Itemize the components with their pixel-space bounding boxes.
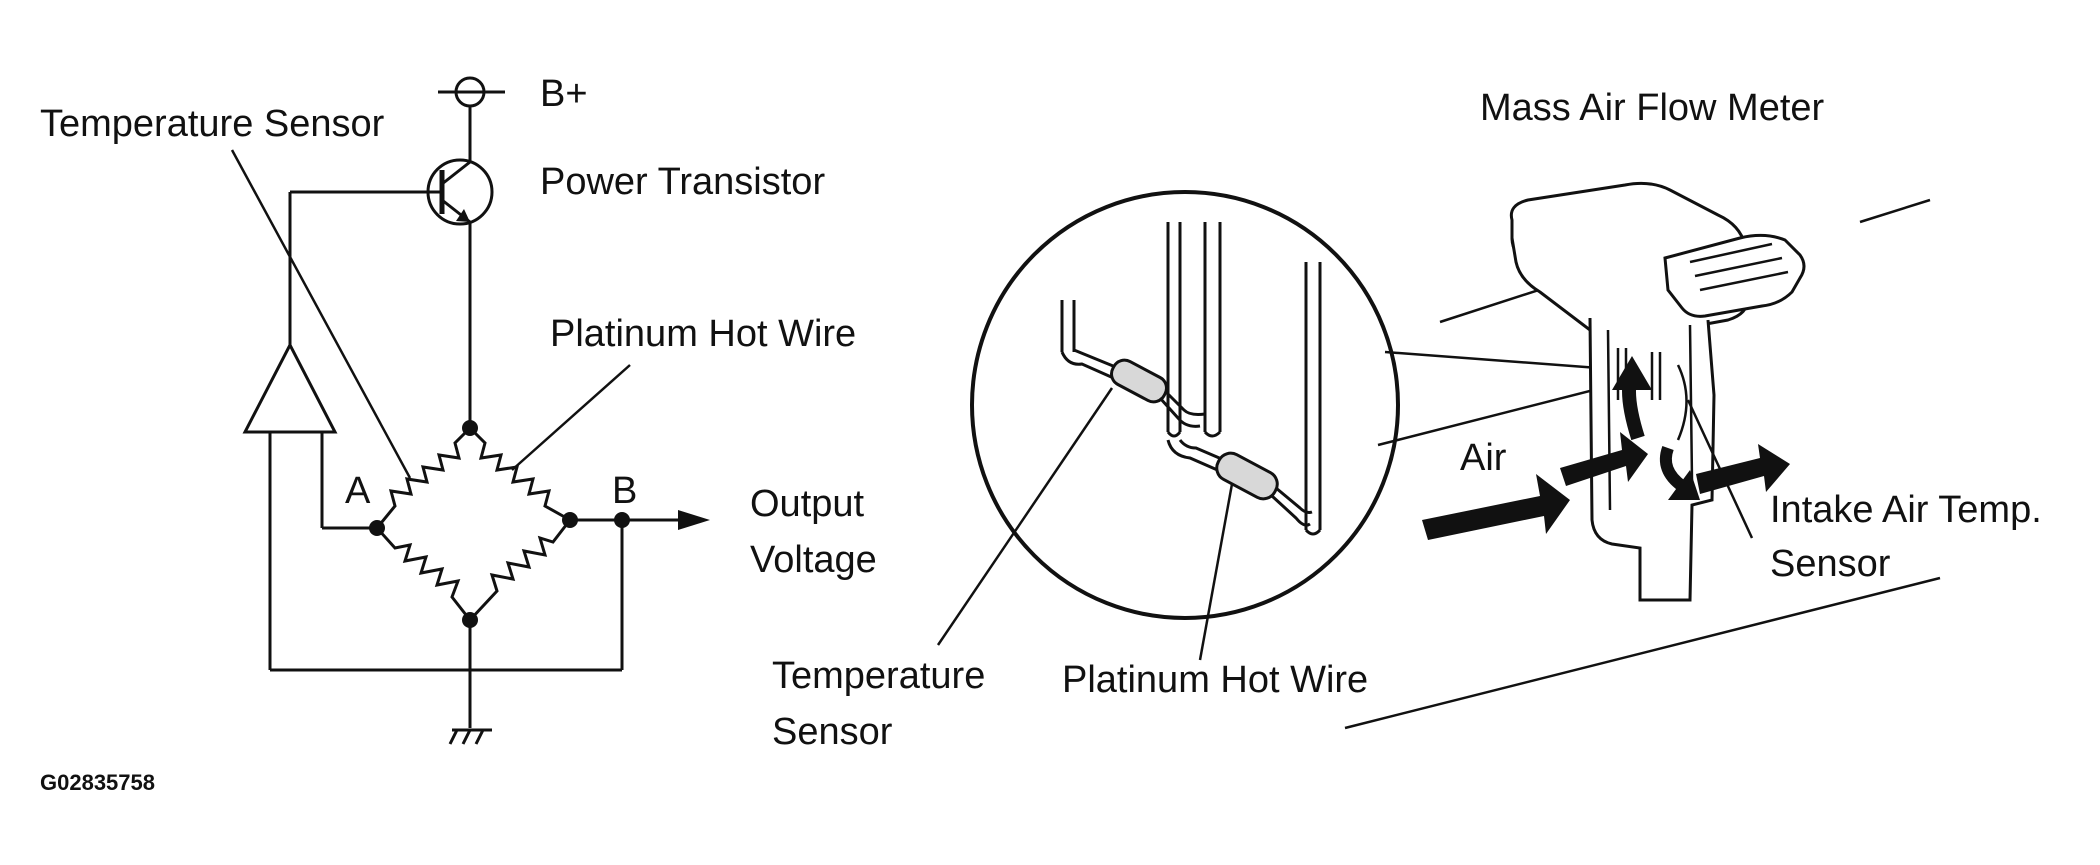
- temp-sensor-label: Temperature Sensor: [40, 103, 385, 145]
- detail-temp-sensor-label-line2: Sensor: [772, 711, 893, 753]
- node-a: [369, 520, 385, 536]
- magnifier-circle: [970, 190, 1400, 620]
- detail-hot-wire-label: Platinum Hot Wire: [1062, 659, 1368, 701]
- magnified-detail: Temperature Sensor Platinum Hot Wire: [772, 190, 1626, 753]
- zoom-guide-upper: [1384, 350, 1626, 372]
- bridge-top-node: [462, 420, 478, 436]
- power-transistor-symbol: [290, 158, 494, 226]
- duct-top-right: [1859, 198, 1931, 224]
- output-label-line1: Output: [750, 483, 865, 525]
- air-arrow-outgoing: [1696, 444, 1790, 494]
- supply-terminal: [438, 76, 505, 162]
- hot-wire-label: Platinum Hot Wire: [550, 313, 856, 355]
- zoom-guide-lower: [1377, 380, 1626, 447]
- intake-sensor-label-line1: Intake Air Temp.: [1770, 489, 2042, 531]
- air-label: Air: [1460, 437, 1507, 479]
- detail-temp-sensor-leader: [936, 387, 1114, 646]
- figure-code: G02835758: [40, 770, 155, 795]
- duct-bottom: [1344, 576, 1941, 730]
- air-arrow-incoming: [1422, 474, 1570, 540]
- bridge-resistors: [375, 426, 572, 622]
- detail-temp-sensor-element: [1060, 348, 1206, 428]
- amplifier-symbol: [242, 192, 377, 670]
- transistor-label: Power Transistor: [540, 161, 825, 203]
- bridge-circuit: Temperature Sensor B+ Power Transistor P…: [40, 73, 877, 745]
- temp-sensor-leader: [230, 149, 412, 479]
- intake-sensor-label-line2: Sensor: [1770, 543, 1891, 585]
- node-b-label: B: [612, 470, 637, 512]
- detail-temp-sensor-label-line1: Temperature: [772, 655, 985, 697]
- meter-housing: [1509, 181, 1806, 602]
- supply-label: B+: [540, 73, 588, 115]
- output-label-line2: Voltage: [750, 539, 877, 581]
- mass-air-flow-meter: Mass Air Flow Meter Air Intake Air Temp.…: [1344, 87, 2042, 730]
- detail-hot-wire-leader: [1198, 483, 1234, 661]
- hot-wire-leader: [511, 364, 631, 471]
- node-a-label: A: [345, 470, 371, 512]
- meter-title: Mass Air Flow Meter: [1480, 87, 1825, 129]
- ground-symbol: [448, 620, 492, 745]
- air-arrow-into-meter: [1560, 432, 1648, 486]
- detail-hot-wire-element: [1166, 439, 1313, 527]
- output-arrow: [678, 510, 710, 530]
